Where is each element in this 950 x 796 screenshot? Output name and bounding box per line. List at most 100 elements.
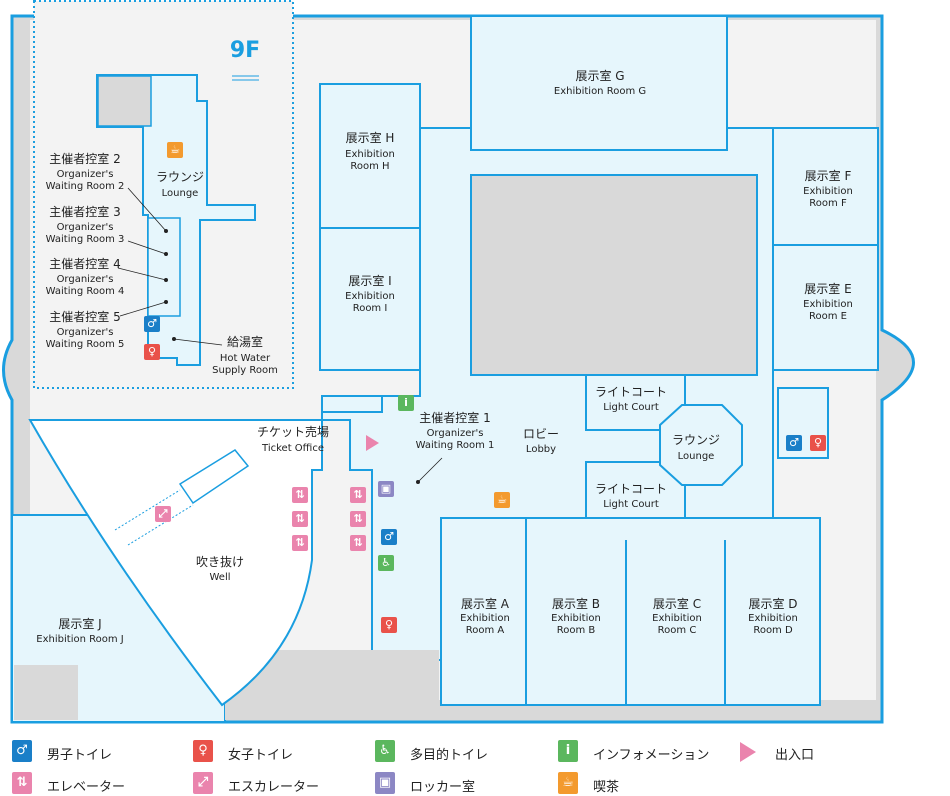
room-c-en1: Exhibition [652,613,702,624]
room-f-en2: Room F [809,198,847,209]
elevator-icon: ⇅ [350,487,366,503]
organizer4-label: 主催者控室 4 [49,257,121,271]
ticket-counter [321,395,383,413]
hot-water-en1: Hot Water [219,353,271,364]
rooms-a-d [440,517,821,706]
organizer4-en1: Organizer's [56,274,114,285]
legend-label: エスカレーター [228,780,320,795]
elevator-icon: ⇅ [350,511,366,527]
organizer2-label: 主催者控室 2 [49,152,121,166]
ninth-gray [97,75,152,127]
room-f-en1: Exhibition [803,186,853,197]
room-h [319,83,421,229]
room-i [319,227,421,371]
room-i-en1: Exhibition [345,291,395,302]
men-toilet-icon: ♂ [786,435,802,451]
well-label: 吹き抜け [195,555,245,569]
room-c-label: 展示室 C [652,597,702,611]
women-toilet-icon: ♀ [381,617,397,633]
well-en: Well [209,572,231,583]
organizer5-en2: Waiting Room 5 [45,339,125,350]
well-area [28,419,323,707]
organizer1-en2: Waiting Room 1 [415,440,495,451]
women-toilet-icon: ♀ [193,740,213,762]
entrance-icon [740,742,756,762]
room-a-en2: Room A [465,625,505,636]
room-b-en2: Room B [556,625,596,636]
room-a-en1: Exhibition [460,613,510,624]
elevator-icon: ⇅ [12,772,32,794]
organizer3-label: 主催者控室 3 [49,205,121,219]
room-e-label: 展示室 E [804,282,852,296]
room-b-label: 展示室 B [551,597,601,611]
organizer5-label: 主催者控室 5 [49,310,121,324]
light-court-bottom-en: Light Court [603,499,659,510]
room-i-label: 展示室 I [348,274,392,288]
elevator-icon: ⇅ [350,535,366,551]
room-j-label: 展示室 J [58,617,102,631]
lounge-en: Lounge [677,451,715,462]
ticket-label: チケット売場 [256,425,330,439]
organizer1-en1: Organizer's [426,428,484,439]
organizer3-en2: Waiting Room 3 [45,234,125,245]
room-d-label: 展示室 D [748,597,798,611]
room-c-en2: Room C [657,625,697,636]
ninth-lounge-en: Lounge [161,188,199,199]
legend-label: インフォメーション [593,748,710,763]
information-icon: i [558,740,578,762]
organizer2-en1: Organizer's [56,169,114,180]
organizer4-en2: Waiting Room 4 [45,286,125,297]
lounge-room [659,404,743,486]
legend-label: 多目的トイレ [410,748,489,763]
floor-indicator: 9F [229,38,261,63]
lobby-label: ロビー [522,427,560,441]
room-d-en2: Room D [753,625,793,636]
accessible-toilet-icon: ♿ [375,740,395,762]
hot-water-en2: Supply Room [212,365,278,376]
room-b-en1: Exhibition [551,613,601,624]
organizer5-en1: Organizer's [56,327,114,338]
organizer2-en2: Waiting Room 2 [45,181,125,192]
legend-label: 喫茶 [593,780,620,795]
light-court-bottom [585,461,686,519]
room-i-en2: Room I [352,303,388,314]
room-g-en: Exhibition Room G [553,86,647,97]
lobby-en: Lobby [525,444,557,455]
room-d-en1: Exhibition [748,613,798,624]
locker-icon: ▣ [378,481,394,497]
escalator-icon: ⤢ [155,506,171,522]
ninth-lounge-label: ラウンジ [155,170,205,184]
women-toilet-icon: ♀ [144,344,160,360]
locker-icon: ▣ [375,772,395,794]
legend-label: ロッカー室 [410,780,476,795]
men-toilet-icon: ♂ [12,740,32,762]
elevator-icon: ⇅ [292,535,308,551]
legend-label: 男子トイレ [47,748,113,763]
men-toilet-icon: ♂ [144,316,160,332]
room-a-label: 展示室 A [460,597,510,611]
room-e-en1: Exhibition [803,299,853,310]
organizer1-label: 主催者控室 1 [419,411,491,425]
room-f-label: 展示室 F [804,169,852,183]
room-e-en2: Room E [809,311,847,322]
gray-block [14,665,78,720]
room-j-en: Exhibition Room J [36,634,124,645]
cafe-icon: ☕ [494,492,510,508]
entrance-icon [366,435,379,451]
women-toilet-icon: ♀ [810,435,826,451]
light-court-top-label: ライトコート [594,385,668,399]
room-g [470,15,728,151]
room-h-en2: Room H [350,161,390,172]
legend-label: 出入口 [775,748,815,763]
men-toilet-icon: ♂ [381,529,397,545]
ticket-en: Ticket Office [262,443,324,454]
center-void [470,174,758,376]
escalator-icon: ⤢ [193,772,213,794]
room-h-en1: Exhibition [345,149,395,160]
information-icon[interactable]: i [398,395,414,411]
escalator-stairs [178,449,250,505]
cafe-icon: ☕ [167,142,183,158]
light-court-bottom-label: ライトコート [594,482,668,496]
room-h-label: 展示室 H [345,131,395,145]
